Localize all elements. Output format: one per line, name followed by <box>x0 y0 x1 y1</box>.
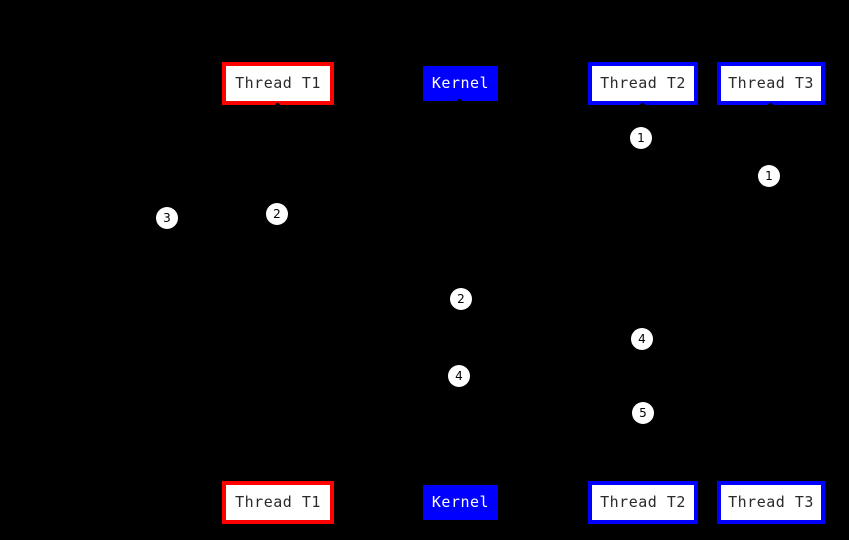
participant-box-thread-t3-bottom[interactable]: Thread T3 <box>717 481 825 524</box>
step-badge: 4 <box>448 365 470 387</box>
message-arrow <box>460 389 643 391</box>
message-arrow <box>643 190 771 192</box>
participant-label: Thread T1 <box>235 74 321 92</box>
step-badge-label: 5 <box>639 406 647 420</box>
lifeline-nub-thread-t1 <box>275 103 280 108</box>
message-arrow <box>167 248 278 250</box>
step-badge: 4 <box>631 328 653 350</box>
participant-label: Thread T2 <box>600 74 686 92</box>
lifeline-thread-t3 <box>770 105 772 481</box>
message-arrow <box>167 231 278 233</box>
message-arrow <box>278 312 460 314</box>
participant-label: Kernel <box>431 74 490 92</box>
participant-label: Kernel <box>431 493 490 511</box>
step-badge: 2 <box>266 203 288 225</box>
lifeline-thread-t1 <box>277 105 279 481</box>
step-badge: 2 <box>450 288 472 310</box>
participant-label: Thread T3 <box>728 493 814 511</box>
step-badge: 1 <box>630 127 652 149</box>
message-arrow <box>643 427 771 429</box>
step-badge-label: 4 <box>638 332 646 346</box>
participant-box-thread-t3-top[interactable]: Thread T3 <box>717 62 825 105</box>
step-badge-label: 2 <box>273 207 281 221</box>
step-badge-label: 2 <box>457 292 465 306</box>
participant-label: Thread T2 <box>600 493 686 511</box>
step-badge-label: 4 <box>455 369 463 383</box>
participant-box-kernel-bottom[interactable]: Kernel <box>423 485 498 520</box>
step-badge-label: 1 <box>637 131 645 145</box>
message-arrow <box>460 352 643 354</box>
participant-box-thread-t2-top[interactable]: Thread T2 <box>588 62 698 105</box>
participant-box-thread-t2-bottom[interactable]: Thread T2 <box>588 481 698 524</box>
participant-label: Thread T3 <box>728 74 814 92</box>
participant-box-kernel-top[interactable]: Kernel <box>423 66 498 101</box>
step-badge-label: 3 <box>163 211 171 225</box>
message-arrow <box>643 152 771 154</box>
lifeline-thread-t2 <box>642 105 644 481</box>
lifeline-nub-thread-t3 <box>768 103 773 108</box>
lifeline-nub-kernel <box>457 99 462 104</box>
step-badge: 1 <box>758 165 780 187</box>
participant-box-thread-t1-bottom[interactable]: Thread T1 <box>222 481 334 524</box>
step-badge: 3 <box>156 207 178 229</box>
step-badge: 5 <box>632 402 654 424</box>
participant-box-thread-t1-top[interactable]: Thread T1 <box>222 62 334 105</box>
step-badge-label: 1 <box>765 169 773 183</box>
lifeline-nub-thread-t2 <box>640 103 645 108</box>
participant-label: Thread T1 <box>235 493 321 511</box>
